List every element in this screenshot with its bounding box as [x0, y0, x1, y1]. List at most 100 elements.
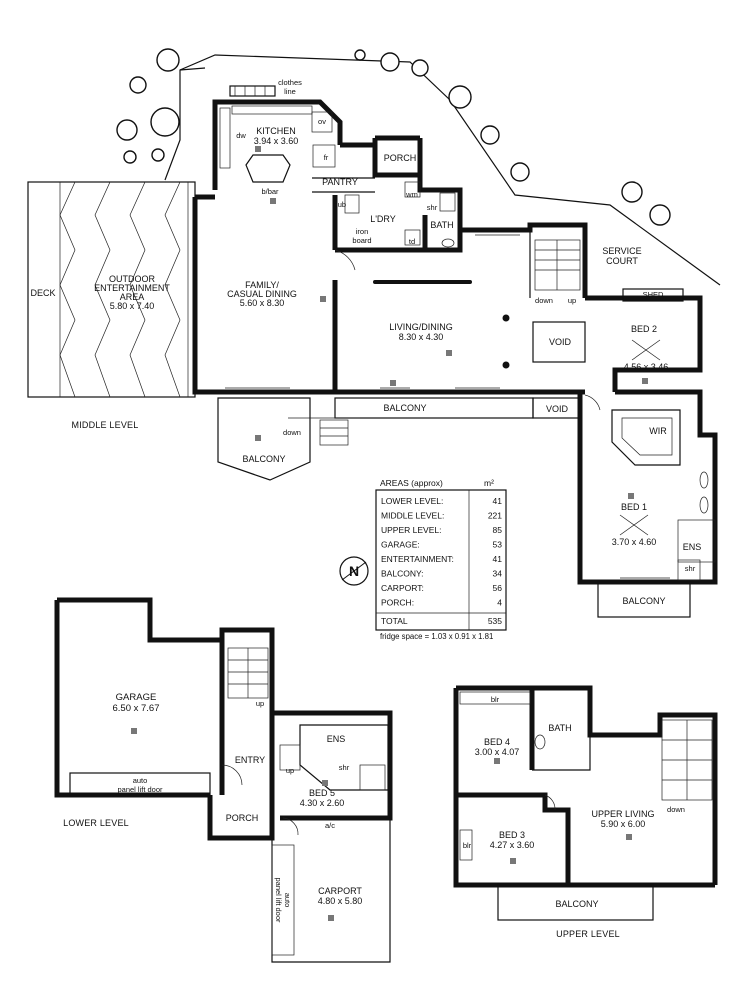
svg-text:up: up [568, 296, 576, 305]
areas-row-value: 85 [493, 525, 503, 535]
tree-icon [649, 204, 671, 226]
upper-balcony-label: BALCONY [555, 899, 598, 909]
areas-row-label: LOWER LEVEL: [381, 496, 443, 506]
upper-level-walls [453, 685, 718, 921]
family-label: FAMILY/ [245, 280, 279, 290]
svg-text:shr: shr [339, 763, 350, 772]
svg-text:shr: shr [685, 564, 696, 573]
bed4-dim: 3.00 x 4.07 [475, 747, 520, 757]
fridge-note: fridge space = 1.03 x 0.91 x 1.81 [380, 632, 493, 641]
svg-text:blr: blr [463, 841, 472, 850]
areas-row-value: 41 [493, 554, 503, 564]
svg-text:iron: iron [356, 227, 369, 236]
tree-icon [156, 48, 180, 72]
carport-dim: 4.80 x 5.80 [318, 896, 363, 906]
outdoor-label: OUTDOOR [109, 274, 155, 284]
svg-text:up: up [256, 699, 264, 708]
laundry-label: L'DRY [370, 214, 396, 224]
void-2-label: VOID [546, 404, 569, 414]
wir-outline [611, 409, 681, 466]
tree-icon [621, 181, 643, 203]
lower-level-walls [54, 597, 393, 963]
void-1 [532, 321, 586, 363]
svg-text:CASUAL DINING: CASUAL DINING [227, 289, 297, 299]
bed2-dim: 4.56 x 3.46 [624, 362, 669, 372]
void-1-label: VOID [549, 337, 572, 347]
upper-level-markers [494, 758, 632, 864]
areas-row-value: 34 [493, 569, 503, 579]
areas-heading: AREAS (approx) [380, 478, 443, 488]
clothes-line [229, 85, 276, 97]
svg-text:dw: dw [236, 131, 246, 140]
kitchen-dim: 3.94 x 3.60 [254, 136, 299, 146]
living-dim: 8.30 x 4.30 [399, 332, 444, 342]
bed5-dim: 4.30 x 2.60 [300, 798, 345, 808]
bed5-label: BED 5 [309, 788, 335, 798]
service-stairs [534, 239, 581, 291]
areas-row-label: PORCH: [381, 598, 414, 608]
kitchen-label: KITCHEN [256, 126, 296, 136]
tree-icon [448, 85, 472, 109]
family-dim: 5.60 x 8.30 [240, 298, 285, 308]
bed1-label: BED 1 [621, 502, 647, 512]
svg-text:AREA: AREA [120, 292, 145, 302]
svg-text:up: up [286, 766, 294, 775]
upper-living-label: UPPER LIVING [591, 809, 654, 819]
bed3-label: BED 3 [499, 830, 525, 840]
svg-text:a/c: a/c [325, 821, 335, 830]
areas-unit: m² [484, 478, 494, 488]
areas-row-label: ENTERTAINMENT: [381, 554, 454, 564]
carport-label: CARPORT [318, 886, 362, 896]
svg-text:auto: auto [133, 776, 148, 785]
areas-row-value: 53 [493, 540, 503, 550]
areas-row-value: 221 [488, 511, 502, 521]
room-markers [255, 146, 648, 499]
svg-text:ov: ov [318, 117, 326, 126]
areas-row-label: BALCONY: [381, 569, 424, 579]
svg-text:shr: shr [427, 203, 438, 212]
areas-total-label: TOTAL [381, 616, 408, 626]
fan-icon [631, 339, 661, 361]
lower-level-markers [131, 728, 334, 921]
balcony-lower-label: BALCONY [242, 454, 285, 464]
kitchen-fixtures [219, 105, 336, 183]
compass-icon: N [339, 556, 369, 586]
deck-label: DECK [30, 288, 55, 298]
upper-level-labels: blr blr BATH BED 4 3.00 x 4.07 BED 3 4.2… [463, 695, 685, 939]
tree-icon [354, 49, 366, 61]
upper-living-dim: 5.90 x 6.00 [601, 819, 646, 829]
svg-text:down: down [283, 428, 301, 437]
svg-text:fr: fr [324, 153, 329, 162]
bath-label: BATH [430, 220, 453, 230]
areas-row-value: 4 [497, 598, 502, 608]
areas-total-value: 535 [488, 616, 502, 626]
upper-level-title: UPPER LEVEL [556, 929, 620, 939]
shed [622, 288, 684, 302]
door-markers [225, 234, 670, 579]
garage-dim: 6.50 x 7.67 [112, 703, 159, 714]
tree-icon [129, 76, 147, 94]
svg-text:auto: auto [283, 893, 292, 908]
lower-ens-label: ENS [327, 734, 346, 744]
entry-label: ENTRY [235, 755, 265, 765]
compass-letter: N [349, 563, 359, 579]
living-label: LIVING/DINING [389, 322, 453, 332]
svg-text:cub: cub [334, 200, 346, 209]
tree-icon [150, 107, 180, 137]
svg-text:b/bar: b/bar [261, 187, 279, 196]
middle-level-walls [192, 99, 718, 585]
laundry-fixtures [344, 181, 456, 248]
balconies-middle [217, 397, 691, 618]
svg-text:line: line [284, 87, 296, 96]
svg-text:panel lift door: panel lift door [117, 785, 163, 794]
clothes-label: clothes [278, 78, 302, 87]
lower-level-labels: GARAGE 6.50 x 7.67 auto panel lift door … [63, 692, 362, 923]
tree-icon [480, 125, 500, 145]
svg-text:wm: wm [405, 190, 418, 199]
porch-label: PORCH [384, 153, 417, 163]
balcony-main-label: BALCONY [383, 403, 426, 413]
fan-icon [619, 514, 649, 536]
areas-row-label: MIDDLE LEVEL: [381, 511, 444, 521]
site-boundary [164, 54, 721, 286]
